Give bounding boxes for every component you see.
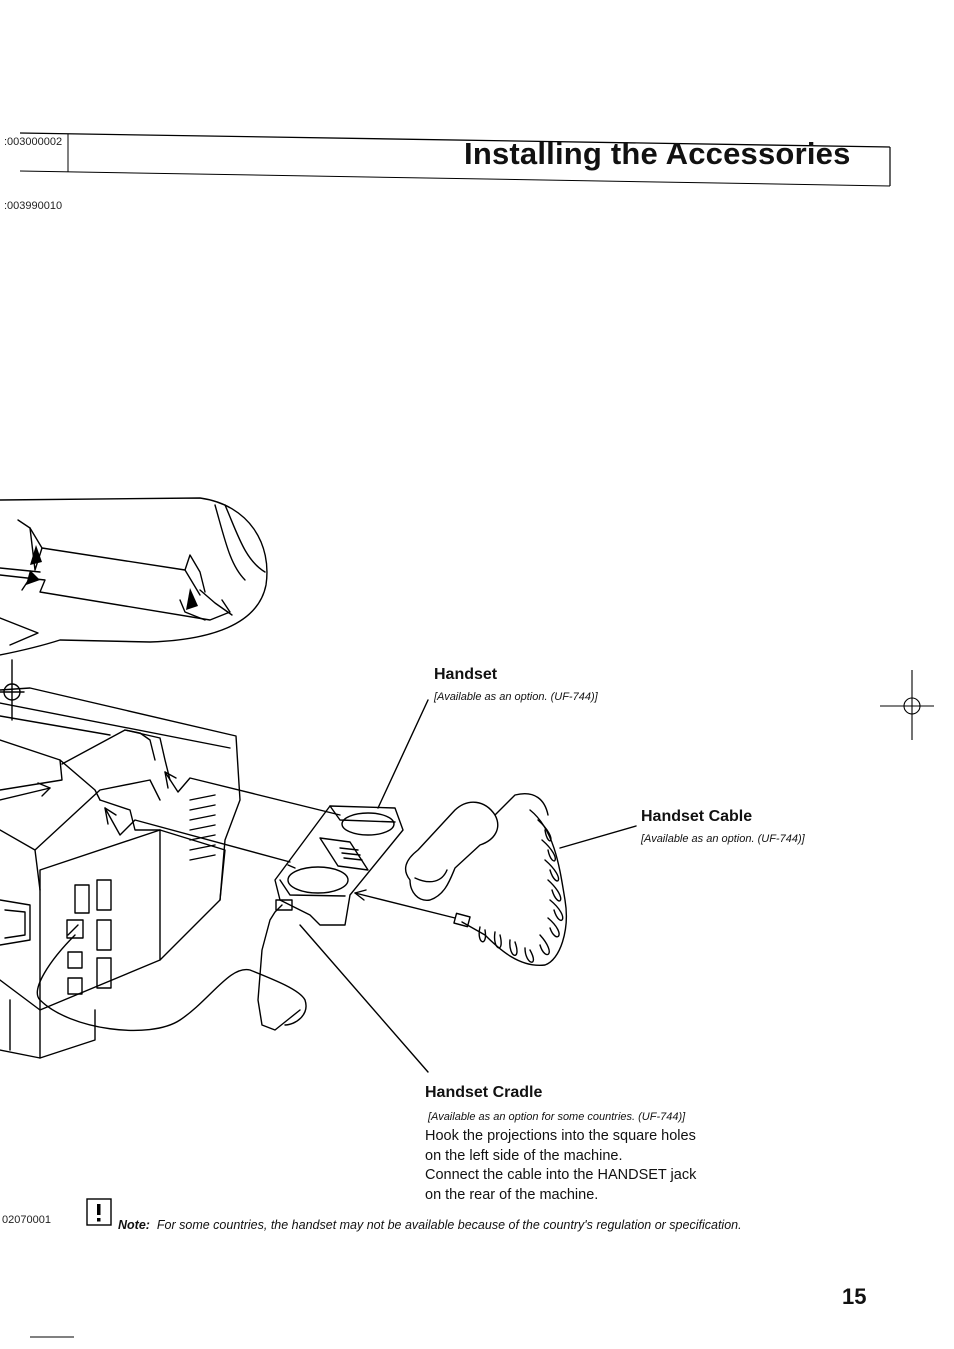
note: Note: For some countries, the handset ma…: [118, 1218, 742, 1232]
handset-cradle-availability: [Available as an option for some countri…: [428, 1111, 686, 1123]
instruction-line: Connect the cable into the HANDSET jack: [425, 1167, 697, 1183]
instruction-line: Hook the projections into the square hol…: [425, 1128, 696, 1144]
handset-availability: [Available as an option. (UF-744)]: [434, 691, 598, 703]
doc-code-second: :003990010: [4, 200, 63, 212]
page-title: Installing the Accessories: [464, 136, 851, 171]
handset-cable-label: Handset Cable: [641, 808, 753, 825]
doc-code-top: :003000002: [4, 136, 63, 148]
registration-mark: [880, 670, 934, 740]
handset-label: Handset: [434, 666, 498, 683]
page-number: 15: [842, 1284, 867, 1309]
handset-cradle-label: Handset Cradle: [425, 1084, 543, 1101]
handset-cable-availability: [Available as an option. (UF-744)]: [641, 833, 805, 845]
instruction-line: on the rear of the machine.: [425, 1186, 599, 1203]
instruction-line: on the left side of the machine.: [425, 1147, 623, 1164]
note-text: For some countries, the handset may not …: [156, 1218, 742, 1232]
instructions: Hook the projections into the square hol…: [425, 1127, 696, 1205]
note-label: Note:: [118, 1218, 150, 1232]
note-code: 02070001: [2, 1214, 51, 1226]
